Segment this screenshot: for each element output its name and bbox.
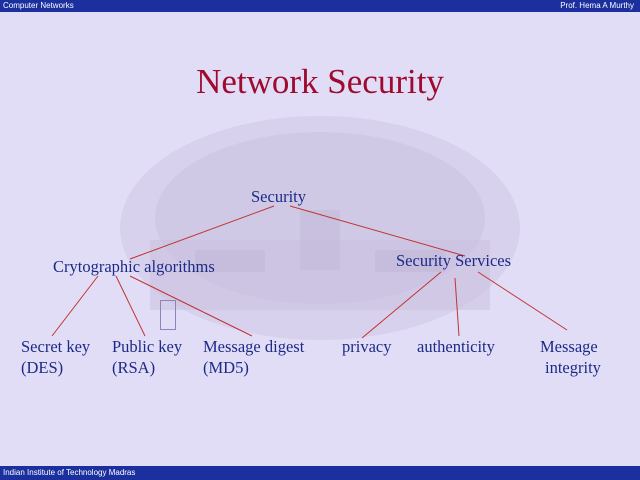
edge-services-privacy: [361, 271, 442, 339]
edge-services-integrity: [477, 271, 568, 331]
edge-root-algorithms: [129, 205, 275, 260]
node-message-digest: Message digest (MD5): [203, 336, 304, 378]
secret-key-algorithm: (DES): [21, 358, 64, 377]
edge-algorithms-digest: [129, 275, 253, 337]
edge-algorithms-public: [115, 275, 146, 337]
edge-algorithms-secret: [51, 275, 99, 337]
message-integrity-line1: Message: [540, 337, 598, 356]
missing-glyph-box: [160, 300, 176, 330]
authenticity-label: authenticity: [417, 337, 495, 356]
public-key-label: Public key: [112, 337, 183, 356]
message-digest-algorithm: (MD5): [203, 358, 249, 377]
node-message-integrity: Message integrity: [540, 336, 601, 378]
institute-name: Indian Institute of Technology Madras: [3, 468, 136, 477]
node-authenticity: authenticity: [417, 336, 495, 357]
node-public-key: Public key (RSA): [112, 336, 182, 378]
public-key-algorithm: (RSA): [112, 358, 156, 377]
node-security: Security: [251, 187, 306, 206]
node-secret-key: Secret key (DES): [21, 336, 90, 378]
message-integrity-line2: integrity: [545, 358, 601, 377]
footer-bar: Indian Institute of Technology Madras: [0, 466, 640, 480]
slide-title: Network Security: [196, 62, 444, 101]
node-security-services: Security Services: [396, 251, 512, 270]
header-bar: Computer Networks Prof. Hema A Murthy: [0, 0, 640, 12]
edge-services-authenticity: [454, 277, 460, 337]
edge-root-services: [289, 205, 466, 257]
node-privacy: privacy: [342, 336, 391, 357]
course-name: Computer Networks: [3, 1, 74, 10]
message-digest-label: Message digest: [203, 337, 305, 356]
secret-key-label: Secret key: [21, 337, 91, 356]
node-cryptographic-algorithms: Crytographic algorithms: [53, 257, 215, 276]
privacy-label: privacy: [342, 337, 392, 356]
author-name: Prof. Hema A Murthy: [560, 1, 634, 10]
